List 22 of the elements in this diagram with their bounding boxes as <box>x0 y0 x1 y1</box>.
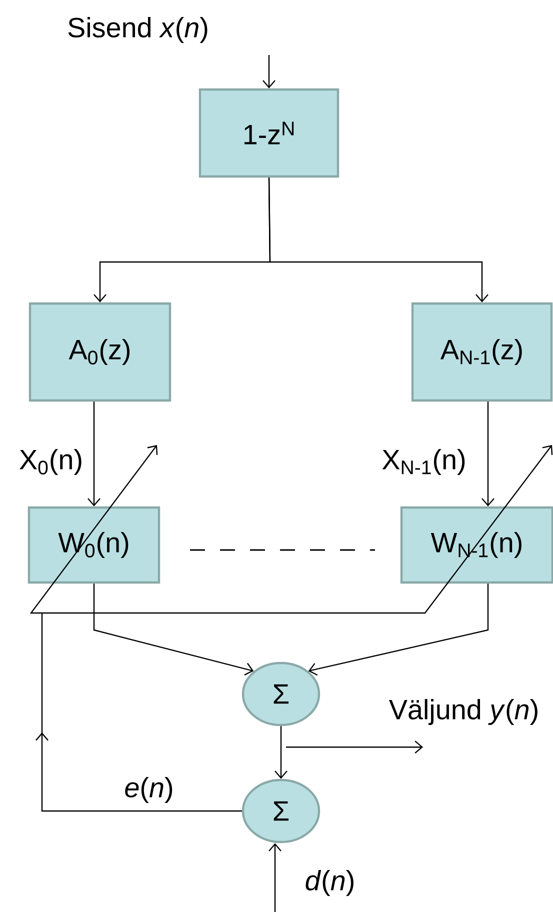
filter-box: 1-z$^{N}$ <box>198 88 340 178</box>
arrow <box>482 402 494 506</box>
arrow <box>268 178 488 302</box>
arrow <box>88 402 100 506</box>
arrow <box>268 843 282 912</box>
arrow <box>30 445 242 812</box>
edge-label: e(n) <box>123 776 175 804</box>
filter-box: W$_{0}$(n) <box>28 506 160 584</box>
edge-label: Väljund y(n) <box>388 698 540 726</box>
edge-label: X$_{N-1}$(n) <box>380 448 468 476</box>
filter-box: A$_{N-1}$(z) <box>411 302 553 402</box>
edge-label: d(n) <box>304 869 356 897</box>
edge-label: Sisend x(n) <box>66 16 210 44</box>
arrow <box>262 55 276 88</box>
arrow <box>93 584 254 676</box>
sum-node: Σ <box>242 778 320 844</box>
filter-box: A$_{0}$(z) <box>28 302 172 402</box>
edge-label: X$_{0}$(n) <box>18 448 84 476</box>
arrow <box>308 584 489 676</box>
arrow <box>286 740 423 754</box>
arrow <box>274 726 288 779</box>
sum-node: Σ <box>242 662 320 726</box>
